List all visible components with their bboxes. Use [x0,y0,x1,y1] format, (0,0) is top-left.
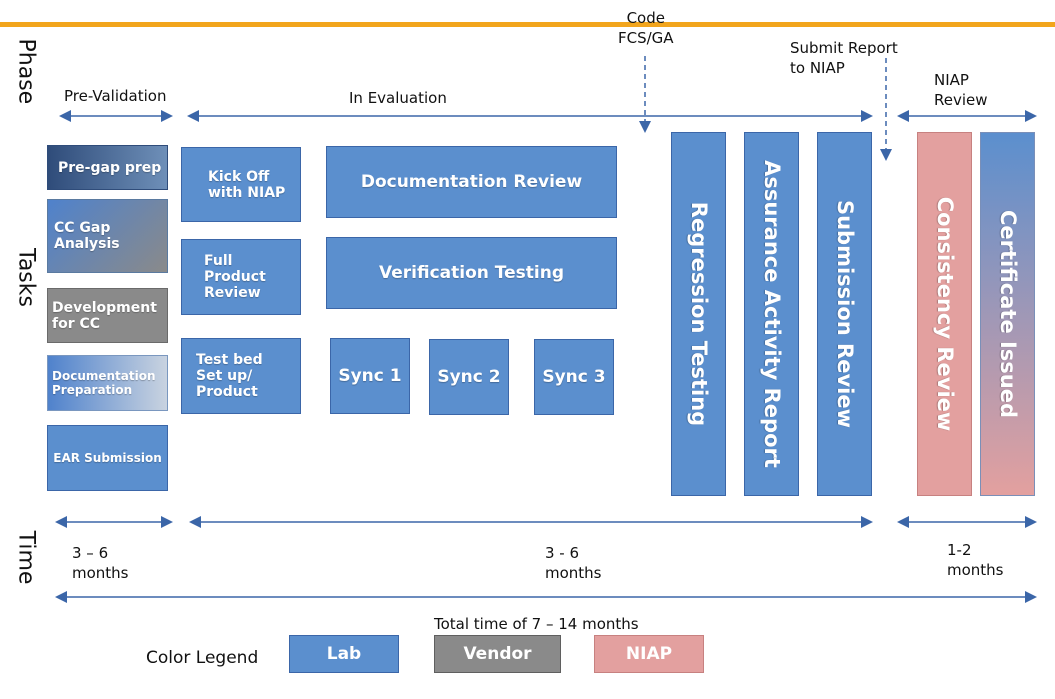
task-consistency-review: Consistency Review [917,132,972,496]
task-sync-1: Sync 1 [330,338,410,414]
legend-vendor: Vendor [434,635,561,673]
time-label-prevalidation: 3 – 6 months [72,544,129,582]
legend-title: Color Legend [146,648,259,668]
legend-niap: NIAP [594,635,704,673]
time-label-total: Total time of 7 – 14 months [434,615,639,633]
task-full-product-review: Full Product Review [181,239,301,315]
task-assurance-activity-report-label: Assurance Activity Report [759,160,784,468]
task-testbed-setup: Test bed Set up/ Product [181,338,301,414]
task-sync-3: Sync 3 [534,339,614,415]
task-kickoff-niap: Kick Off with NIAP [181,147,301,222]
milestone-submit-report: Submit Report to NIAP [790,39,898,77]
task-submission-review-label: Submission Review [832,199,857,429]
task-sync-2: Sync 2 [429,339,509,415]
time-label-evaluation: 3 - 6 months [545,544,602,582]
milestone-code-fcs: Code FCS/GA [618,9,674,47]
legend-lab: Lab [289,635,399,673]
task-verification-testing: Verification Testing [326,237,617,309]
task-regression-testing-label: Regression Testing [686,201,711,427]
phase-label-prevalidation: Pre-Validation [64,87,167,105]
task-certificate-issued-label: Certificate Issued [995,209,1020,419]
phase-label-niap: NIAP Review [934,71,988,109]
task-consistency-review-label: Consistency Review [932,196,957,432]
task-certificate-issued: Certificate Issued [980,132,1035,496]
time-label-niap: 1-2 months [947,541,1004,579]
task-documentation-review: Documentation Review [326,146,617,218]
task-submission-review: Submission Review [817,132,872,496]
task-development-for-cc: Development for CC [47,288,168,343]
task-pre-gap-prep: Pre-gap prep [47,145,168,190]
task-assurance-activity-report: Assurance Activity Report [744,132,799,496]
task-ear-submission: EAR Submission [47,425,168,491]
task-regression-testing: Regression Testing [671,132,726,496]
top-accent-line [0,22,1055,27]
task-documentation-preparation: Documentation Preparation [47,355,168,411]
task-cc-gap-analysis: CC Gap Analysis [47,199,168,273]
phase-label-evaluation: In Evaluation [349,89,447,107]
